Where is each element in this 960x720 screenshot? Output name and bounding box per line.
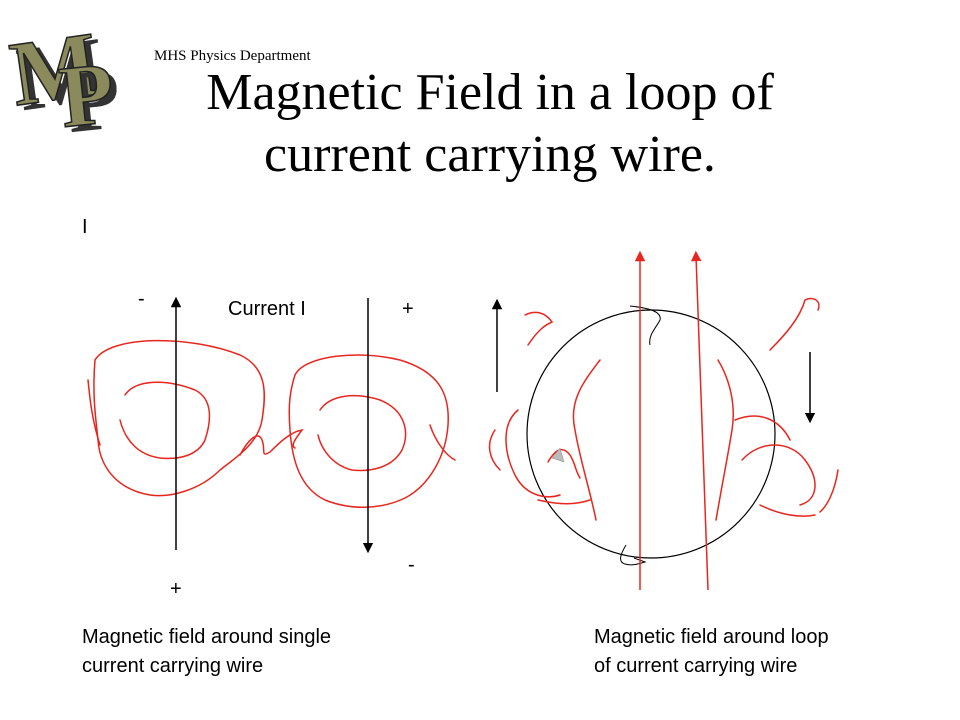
page-title: Magnetic Field in a loop of current carr… <box>206 64 774 183</box>
loop-field-line-left-4 <box>488 429 501 471</box>
left-wire-bottom-sign: + <box>170 578 182 600</box>
field-line-tick-left <box>87 379 101 446</box>
loop-field-line-left-2 <box>505 409 561 498</box>
svg-text:M: M <box>4 12 104 125</box>
field-line-scribble <box>239 428 304 456</box>
loop-bottom-direction-mark <box>620 544 647 566</box>
department-name: MHS Physics Department <box>154 48 311 64</box>
loop-field-line-left-3 <box>537 499 591 505</box>
loop-field-shaded-mark <box>551 447 565 463</box>
loop-field-line-right-4 <box>734 415 791 441</box>
right-wire-bottom-sign: - <box>408 554 415 576</box>
svg-text:P: P <box>62 50 126 140</box>
loop-top-direction-mark <box>629 305 661 346</box>
current-symbol: I <box>82 216 88 238</box>
caption-loop: Magnetic field around loop of current ca… <box>594 626 829 677</box>
current-label: Current I <box>228 298 306 320</box>
loop-field-line-right-2 <box>769 297 820 351</box>
single-wire-diagram <box>87 339 456 508</box>
loop-field-line-right-3 <box>741 444 816 506</box>
loop-field-scribble-left <box>524 311 554 346</box>
loop-field-line-left-1 <box>572 359 601 521</box>
loop-field-line-right-5 <box>759 504 816 517</box>
field-line-inner-right <box>317 394 407 472</box>
left-wire-top-sign: - <box>138 288 145 310</box>
field-line-inner-left <box>119 381 211 460</box>
loop-field-scribble-mid <box>547 448 581 479</box>
svg-text:M: M <box>11 17 111 130</box>
loop-diagram <box>488 250 839 591</box>
svg-text:P: P <box>55 45 119 140</box>
loop-field-line-right-6 <box>819 469 839 513</box>
current-loop <box>526 309 776 559</box>
right-wire-top-sign: + <box>402 298 414 320</box>
mp-logo: M M P P <box>4 11 126 140</box>
field-line-outer-right <box>288 354 449 508</box>
field-line-tick-right <box>429 424 456 461</box>
caption-single-wire: Magnetic field around single current car… <box>82 626 332 677</box>
loop-field-line-right-1 <box>715 359 734 521</box>
field-line-outer-left <box>93 339 266 497</box>
loop-field-arrow-right <box>690 250 709 591</box>
